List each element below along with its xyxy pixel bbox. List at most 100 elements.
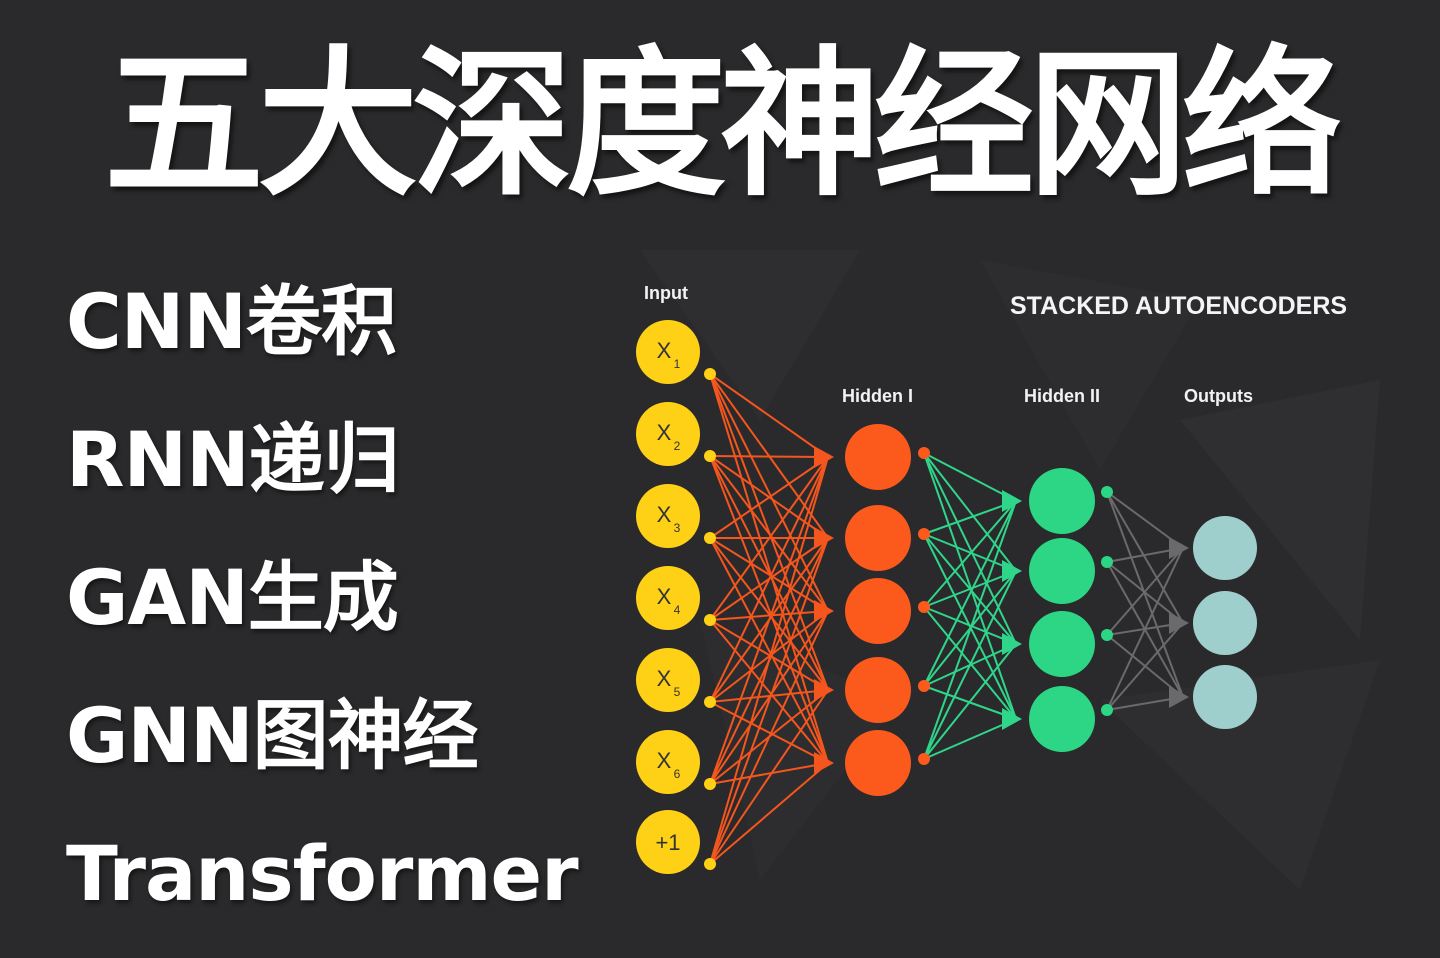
edge-hidden2-outputs xyxy=(1106,547,1184,711)
hidden2-connector-dot xyxy=(1101,629,1113,641)
list-item-gnn: GNN图神经 xyxy=(66,691,479,780)
edge-input-hidden1 xyxy=(709,537,829,865)
edge-input-hidden1 xyxy=(709,456,829,865)
edge-hidden2-outputs xyxy=(1106,547,1184,636)
edge-input-hidden1 xyxy=(709,537,829,612)
edge-input-hidden1 xyxy=(709,701,829,764)
hidden1-connector-dot xyxy=(918,753,930,765)
hidden2-connector-dot xyxy=(1101,556,1113,568)
hidden1-layer-label: Hidden I xyxy=(842,386,913,406)
edge-hidden1-hidden2 xyxy=(923,452,1017,502)
hidden1-node xyxy=(845,730,911,796)
input-node-subscript: 1 xyxy=(674,357,681,371)
hidden2-connector-dot xyxy=(1101,704,1113,716)
input-node-label: +1 xyxy=(655,830,680,855)
background-facet xyxy=(1180,380,1380,640)
input-node xyxy=(636,320,700,384)
arrowhead-icon xyxy=(1169,686,1189,708)
network-list: CNN卷积 RNN递归 GAN生成 GNN图神经 Transformer xyxy=(66,268,579,958)
diagram-heading: STACKED AUTOENCODERS xyxy=(1010,292,1348,320)
edge-hidden2-outputs xyxy=(1106,491,1184,624)
input-node-subscript: 3 xyxy=(674,521,681,535)
edge-hidden1-hidden2 xyxy=(923,570,1017,608)
edge-input-hidden1 xyxy=(709,373,829,458)
arrowhead-icon xyxy=(814,446,834,468)
edge-input-hidden1 xyxy=(709,689,829,865)
edge-hidden1-hidden2 xyxy=(923,570,1017,760)
arrowhead-icon xyxy=(1169,537,1189,559)
edge-input-hidden1 xyxy=(709,619,829,764)
hidden2-node xyxy=(1029,686,1095,752)
edge-input-hidden1 xyxy=(709,762,829,785)
output-node xyxy=(1193,516,1257,580)
input-connector-dot xyxy=(704,532,716,544)
edge-hidden2-outputs xyxy=(1106,491,1184,698)
edge-input-hidden1 xyxy=(709,456,829,539)
arrowhead-icon xyxy=(1002,560,1022,582)
input-node-subscript: 6 xyxy=(674,767,681,781)
edge-input-hidden1 xyxy=(709,455,829,612)
edge-input-hidden1 xyxy=(709,456,829,703)
hidden1-node xyxy=(845,657,911,723)
hidden1-connector-dot xyxy=(918,447,930,459)
list-item-rnn: RNN递归 xyxy=(66,415,400,504)
background-facet xyxy=(980,260,1200,470)
output-node xyxy=(1193,665,1257,729)
hidden1-connector-dot xyxy=(918,528,930,540)
input-node-subscript: 2 xyxy=(674,439,681,453)
input-connector-dot xyxy=(704,778,716,790)
input-node-label: X xyxy=(657,420,672,445)
edge-hidden1-hidden2 xyxy=(923,452,1017,720)
edge-input-hidden1 xyxy=(709,610,829,621)
arrowhead-icon xyxy=(814,679,834,701)
edge-hidden1-hidden2 xyxy=(923,500,1017,760)
edge-hidden1-hidden2 xyxy=(923,500,1017,608)
hidden1-connector-dot xyxy=(918,680,930,692)
hidden1-node xyxy=(845,578,911,644)
edge-input-hidden1 xyxy=(709,610,829,785)
input-connector-dot xyxy=(704,696,716,708)
hidden1-node xyxy=(845,505,911,571)
input-node-label: X xyxy=(657,666,672,691)
input-node xyxy=(636,566,700,630)
hidden2-connector-dot xyxy=(1101,486,1113,498)
arrowhead-icon xyxy=(814,752,834,774)
input-connector-dot xyxy=(704,858,716,870)
arrowhead-icon xyxy=(814,527,834,549)
hidden2-layer-label: Hidden II xyxy=(1024,386,1100,406)
input-node-subscript: 4 xyxy=(674,603,681,617)
input-connector-dot xyxy=(704,450,716,462)
hidden1-connector-dot xyxy=(918,601,930,613)
hidden2-node xyxy=(1029,611,1095,677)
list-item-cnn: CNN卷积 xyxy=(66,277,397,366)
background-facet xyxy=(1100,660,1380,890)
input-node-label: X xyxy=(657,502,672,527)
arrowhead-icon xyxy=(1169,612,1189,634)
edge-hidden1-hidden2 xyxy=(923,500,1017,687)
edge-input-hidden1 xyxy=(709,455,829,764)
arrowhead-icon xyxy=(1002,708,1022,730)
input-node xyxy=(636,730,700,794)
edge-input-hidden1 xyxy=(709,373,829,764)
edge-input-hidden1 xyxy=(709,619,829,691)
hidden2-node xyxy=(1029,538,1095,604)
hidden1-node xyxy=(845,424,911,490)
hidden2-node xyxy=(1029,468,1095,534)
input-node-label: X xyxy=(657,748,672,773)
output-node xyxy=(1193,591,1257,655)
input-connector-dot xyxy=(704,614,716,626)
arrowhead-icon xyxy=(1002,633,1022,655)
edge-hidden1-hidden2 xyxy=(923,606,1017,645)
edge-input-hidden1 xyxy=(709,373,829,612)
edge-input-hidden1 xyxy=(709,610,829,703)
input-layer-label: Input xyxy=(644,283,688,303)
edge-hidden1-hidden2 xyxy=(923,452,1017,572)
page-title: 五大深度神经网络 xyxy=(103,31,1342,218)
edge-input-hidden1 xyxy=(709,455,829,458)
arrowhead-icon xyxy=(814,600,834,622)
edge-input-hidden1 xyxy=(709,456,829,621)
edge-hidden1-hidden2 xyxy=(923,500,1017,535)
input-node xyxy=(636,648,700,712)
